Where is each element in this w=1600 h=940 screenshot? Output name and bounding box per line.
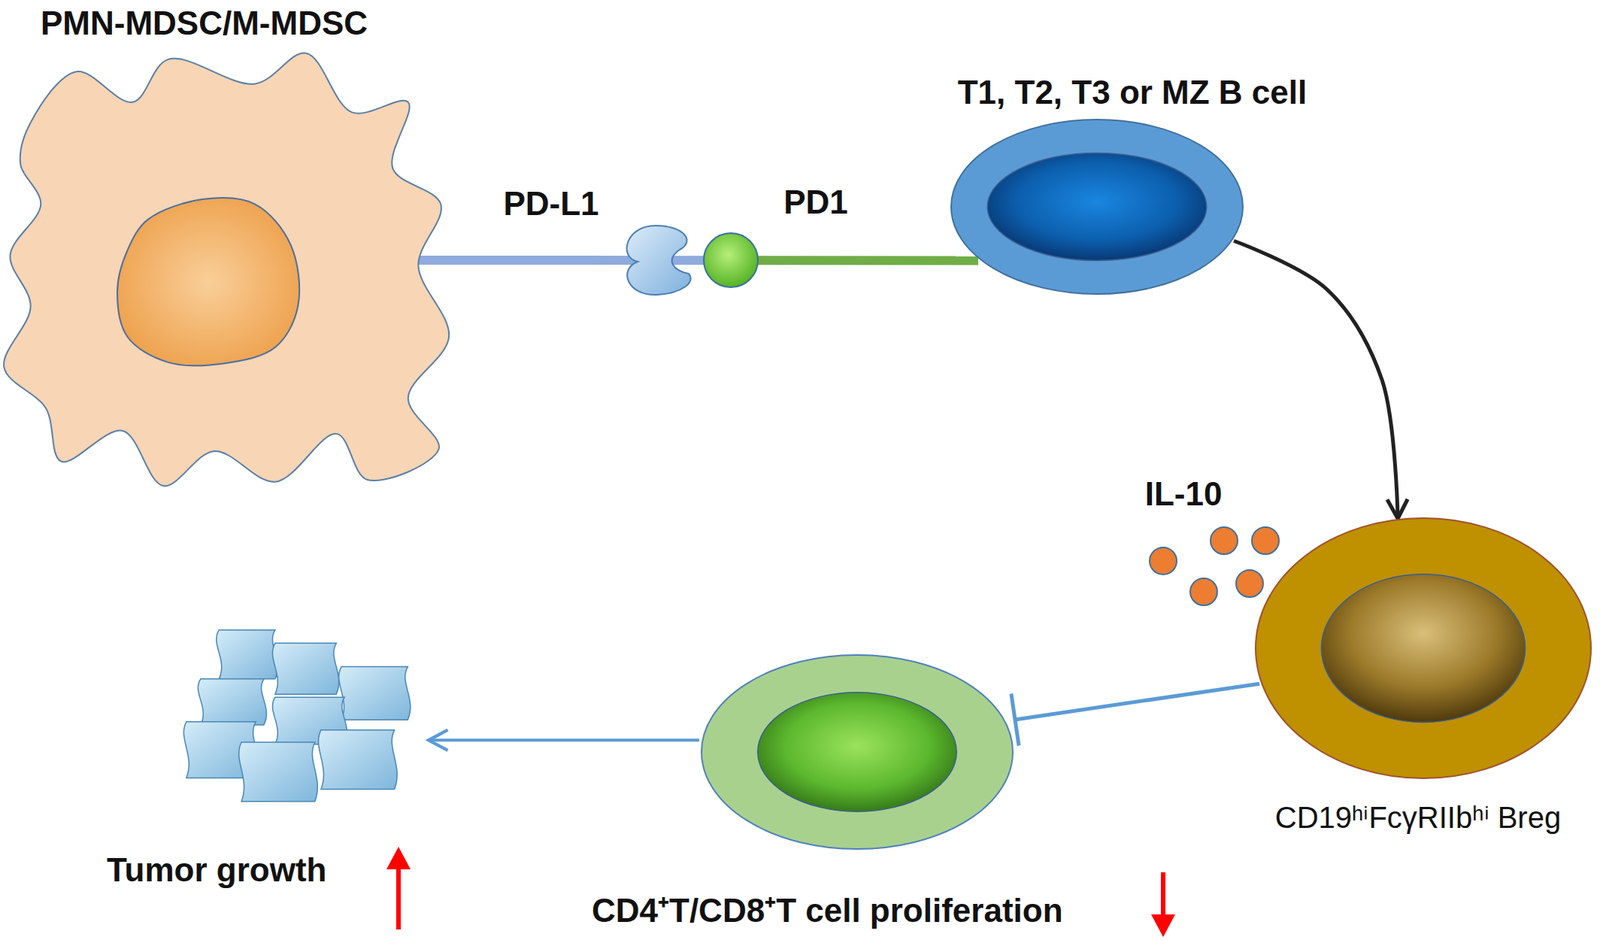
cell-nucleus	[1321, 573, 1525, 722]
tumor-cell	[339, 666, 411, 721]
decrease-arrow	[1151, 872, 1176, 937]
il10-dots	[1149, 527, 1279, 606]
cell-membrane	[1255, 518, 1591, 779]
b-cell: T1, T2, T3 or MZ B cell	[948, 117, 1246, 297]
cell-label: CD4⁺T/CD8⁺T cell proliferation	[591, 891, 1064, 931]
receptor-label: PD1	[783, 183, 849, 222]
label-holder: IL-10	[1183, 475, 1261, 514]
pd1-ligand-ball	[703, 233, 758, 288]
b-cell-shape	[948, 117, 1246, 297]
label-holder: PD-L1	[551, 184, 647, 224]
breg-cell: CD19ʰⁱFcγRIIbʰⁱ Breg	[1253, 515, 1594, 781]
inhibition-line	[1015, 683, 1260, 720]
cell-label: CD19ʰⁱFcγRIIbʰⁱ Breg	[1275, 800, 1561, 835]
cell-nucleus	[987, 153, 1207, 261]
t-cell: CD4⁺T/CD8⁺T cell proliferation	[699, 652, 1016, 852]
tumor-cell	[216, 630, 279, 679]
tumor-cell	[272, 642, 339, 694]
tumor-cell	[197, 678, 267, 725]
mdsc-cell-shape	[0, 51, 452, 491]
tumor-cell	[239, 742, 319, 802]
tumor-cell	[318, 730, 398, 790]
ligand-label: PD-L1	[503, 184, 599, 224]
breg-cell-shape	[1253, 515, 1594, 781]
tumor-cells: Tumor growth	[178, 627, 429, 807]
increase-arrow	[386, 846, 411, 930]
cell-nucleus	[757, 692, 958, 812]
cell-label: T1, T2, T3 or MZ B cell	[957, 73, 1308, 113]
pd-l1-receptor	[627, 225, 691, 295]
mdsc-outline	[3, 52, 449, 486]
label-holder: PD1	[815, 183, 881, 222]
mdsc-cell: PMN-MDSC/M-MDSC	[0, 51, 452, 491]
mdsc-nucleus	[117, 197, 300, 366]
promotion-arrow	[428, 738, 700, 742]
cell-membrane	[701, 654, 1013, 849]
cytokine-label: IL-10	[1145, 475, 1223, 514]
cell-membrane	[951, 119, 1243, 294]
tumor-cells-shape	[178, 627, 429, 807]
cell-label: Tumor growth	[106, 851, 327, 890]
binding-line	[415, 255, 979, 266]
t-cell-shape	[699, 652, 1016, 852]
differentiation-arrow	[1233, 240, 1398, 519]
cell-label: PMN-MDSC/M-MDSC	[40, 4, 368, 43]
